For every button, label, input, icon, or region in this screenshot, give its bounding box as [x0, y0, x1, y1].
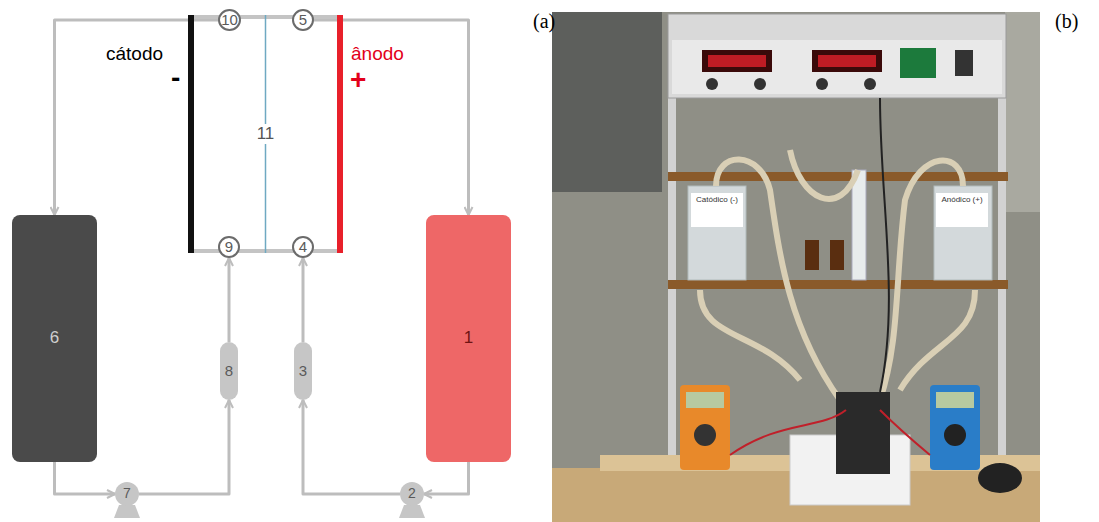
- flow-line: [139, 400, 229, 494]
- knob: [816, 78, 828, 90]
- flow-line: [228, 258, 231, 342]
- photo: [552, 12, 1040, 522]
- wall: [1005, 12, 1040, 212]
- power-supply: [668, 14, 1006, 98]
- node-text: 1: [464, 329, 473, 348]
- port-circle: 9: [218, 236, 240, 258]
- port-circle: 4: [292, 236, 314, 258]
- electrochemical-cell: 11 10 5 9 4: [188, 15, 343, 253]
- node-text: 10: [221, 12, 238, 29]
- bottle-label: [691, 193, 743, 227]
- node-text: 7: [123, 486, 131, 501]
- reagent-bottle: [830, 240, 844, 270]
- wall-shadow: [552, 12, 662, 192]
- multimeter-dial: [694, 424, 716, 446]
- current-display: [812, 50, 882, 72]
- lower-shelf: [668, 280, 1008, 289]
- voltage-display: [702, 50, 772, 72]
- flow-line: [302, 258, 305, 342]
- electrode-label: cátodo: [106, 44, 163, 65]
- display-digits: [818, 55, 876, 67]
- polarity-sign: -: [171, 63, 180, 94]
- node-text: 8: [225, 363, 233, 380]
- electrochemical-cell: [836, 392, 890, 474]
- flowmeter: 3: [294, 342, 312, 400]
- pump-foot: [114, 505, 140, 518]
- tube: [900, 290, 975, 390]
- multimeter: [930, 385, 980, 470]
- node-text: 11: [255, 124, 277, 145]
- multimeter-dial: [944, 424, 966, 446]
- flow-line: [424, 462, 469, 494]
- port-circle: 5: [292, 9, 314, 31]
- catholyte-bottle: [688, 186, 746, 280]
- bottle-label: Anódico (+): [938, 196, 986, 205]
- rotameter: [852, 170, 866, 280]
- anolyte-tank: 1: [426, 215, 511, 462]
- pump: 7: [115, 482, 139, 506]
- pump: [978, 463, 1022, 493]
- node-text: 2: [408, 486, 416, 501]
- flowmeter: 8: [220, 342, 238, 400]
- wire: [730, 410, 846, 455]
- node-text: 5: [299, 12, 307, 29]
- multimeter: [680, 385, 730, 470]
- flow-line: [55, 462, 116, 494]
- pump-foot: [399, 505, 425, 518]
- anode: [337, 15, 343, 253]
- power-supply-panel: [672, 40, 1002, 94]
- panel-letter: (a): [533, 10, 555, 32]
- node-text: 9: [225, 239, 233, 256]
- bottle-label: Catódico (-): [693, 196, 741, 205]
- multimeter-screen: [936, 392, 974, 408]
- tube: [700, 290, 800, 380]
- knob: [706, 78, 718, 90]
- switch: [955, 50, 973, 76]
- cathode: [188, 15, 194, 253]
- display-digits: [708, 55, 766, 67]
- pump: 2: [400, 482, 424, 506]
- bottle-label: [936, 193, 988, 227]
- photo-background: [552, 12, 1040, 522]
- knob: [754, 78, 766, 90]
- node-text: 4: [299, 239, 307, 256]
- anolyte-bottle: [934, 186, 992, 280]
- tube: [790, 150, 858, 199]
- brand-logo: [900, 48, 936, 78]
- multimeter-screen: [686, 392, 724, 408]
- node-text: 6: [50, 329, 59, 348]
- wire: [880, 410, 930, 455]
- electrode-label: ânodo: [351, 44, 404, 65]
- wire: [880, 98, 889, 392]
- polarity-sign: +: [350, 65, 366, 96]
- node-text: 3: [299, 363, 307, 380]
- panel-letter: (b): [1055, 10, 1078, 32]
- reagent-bottle: [805, 240, 819, 270]
- catholyte-tank: 6: [12, 215, 97, 462]
- flow-line: [303, 400, 400, 494]
- knob: [864, 78, 876, 90]
- port-circle: 10: [218, 9, 241, 31]
